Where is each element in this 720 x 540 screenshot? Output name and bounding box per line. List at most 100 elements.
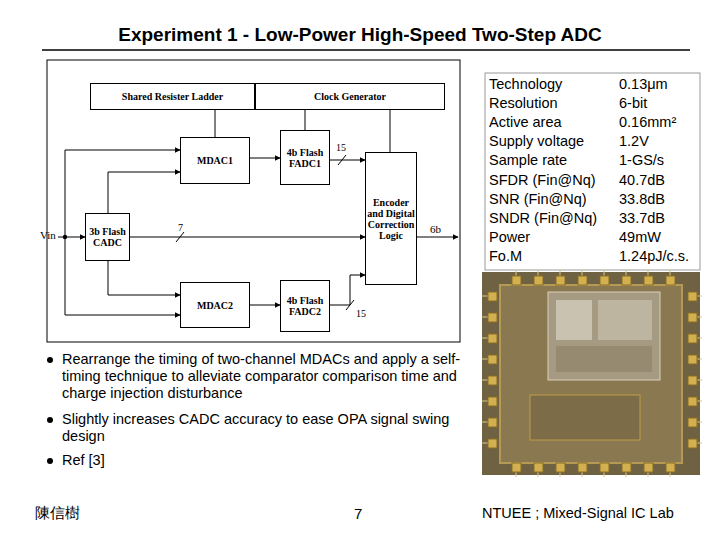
table-cell: 33.7dB <box>619 210 701 227</box>
bond-pad <box>688 439 697 448</box>
junction-dot <box>63 235 67 239</box>
footer-text: 7 <box>354 505 384 522</box>
bond-pads <box>482 270 702 477</box>
block-box: 3b Flash CADC <box>85 213 130 261</box>
bond-pad <box>688 376 697 385</box>
block-label: Shared Resister Ladder <box>122 91 223 102</box>
bond-pad <box>688 397 697 406</box>
block-label: MDAC1 <box>197 155 233 166</box>
table-frame <box>485 73 700 270</box>
vin-wire <box>58 237 85 238</box>
bond-pad <box>622 463 631 472</box>
bond-pad <box>488 397 497 406</box>
bond-pad <box>600 463 609 472</box>
bond-pad <box>688 292 697 301</box>
bullet-dot <box>47 417 53 423</box>
table-cell: 1-GS/s <box>619 152 701 169</box>
table-cell: 0.16mm² <box>619 114 701 131</box>
vin-wire <box>65 315 180 316</box>
table-cell: Resolution <box>489 95 617 112</box>
block-label: 3b Flash CADC <box>87 226 128 248</box>
block-box: Encoder and Digital Correction Logic <box>365 152 417 285</box>
title-rule <box>42 49 690 51</box>
bond-pad <box>688 313 697 322</box>
table-cell: 0.13μm <box>619 76 701 93</box>
footer-text: 陳信樹 <box>35 505 155 522</box>
table-cell: 6-bit <box>619 95 701 112</box>
table-cell: Active area <box>489 114 617 131</box>
block-label: MDAC2 <box>197 300 233 311</box>
bond-pad <box>688 334 697 343</box>
table-cell: Fo.M <box>489 248 617 265</box>
footer-text: NTUEE ; Mixed-Signal IC Lab <box>482 505 712 522</box>
chip-block <box>598 300 652 340</box>
bullet-dot <box>47 458 53 464</box>
ladder-wire <box>215 110 216 137</box>
bullet-dot <box>47 357 53 363</box>
table-cell: Sample rate <box>489 152 617 169</box>
table-cell: Technology <box>489 76 617 93</box>
chip-photo <box>482 270 702 477</box>
wires <box>58 110 458 315</box>
bond-pad <box>488 439 497 448</box>
signal-name: 6b <box>430 223 460 236</box>
bullet-text: Rearrange the timing of two-channel MDAC… <box>62 351 474 402</box>
bond-pad <box>556 276 565 285</box>
block-box: Clock Generator <box>255 83 445 110</box>
bond-pad <box>644 276 653 285</box>
slide-title: Experiment 1 - Low-Power High-Speed Two-… <box>0 24 720 46</box>
bond-pad <box>534 463 543 472</box>
table-cell: Power <box>489 229 617 246</box>
block-box: Shared Resister Ladder <box>90 83 255 110</box>
table-cell: SFDR (Fin@Nq) <box>489 172 617 189</box>
signal-connector <box>108 261 180 295</box>
bond-pad <box>488 313 497 322</box>
block-label: Clock Generator <box>314 91 386 102</box>
signal-name: Vin <box>40 229 70 242</box>
block-label: 4b Flash FADC2 <box>282 295 328 317</box>
chip-block <box>556 300 592 340</box>
signal-connector <box>108 172 180 213</box>
bond-pad <box>644 463 653 472</box>
block-label: 4b Flash FADC1 <box>282 147 328 169</box>
bond-pad <box>512 463 521 472</box>
signal-connector <box>250 305 280 306</box>
bond-pad <box>600 276 609 285</box>
output-wire <box>417 237 458 238</box>
bond-pad <box>488 376 497 385</box>
bond-pad <box>488 334 497 343</box>
bond-pad <box>578 463 587 472</box>
bond-pad <box>488 355 497 364</box>
block-label: Encoder and Digital Correction Logic <box>367 197 415 241</box>
bond-pad <box>578 276 587 285</box>
block-box: MDAC1 <box>180 137 250 184</box>
table-cell: 49mW <box>619 229 701 246</box>
vin-wire <box>65 150 66 315</box>
chip-die <box>500 285 682 463</box>
bond-pad <box>666 276 675 285</box>
chip-core <box>548 292 660 380</box>
chip-block <box>556 346 652 372</box>
clock-wire <box>390 110 391 152</box>
block-box: 4b Flash FADC1 <box>280 130 330 185</box>
block-box: MDAC2 <box>180 282 250 328</box>
bond-pad <box>688 418 697 427</box>
bond-pad <box>622 276 631 285</box>
table-cell: Supply voltage <box>489 133 617 150</box>
chip-routing <box>530 395 640 440</box>
bullets <box>47 357 53 464</box>
vin-wire <box>65 150 180 151</box>
chip-background <box>482 272 700 475</box>
bullet-text: Slightly increases CADC accuracy to ease… <box>62 411 474 445</box>
table-cell: 1.2V <box>619 133 701 150</box>
bond-pad <box>488 292 497 301</box>
signal-connector <box>130 237 365 238</box>
bond-pad <box>666 463 675 472</box>
bond-pad <box>534 276 543 285</box>
bullet-text: Ref [3] <box>62 452 474 469</box>
signal-connector <box>330 160 365 161</box>
bond-pad <box>688 355 697 364</box>
table-cell: 1.24pJ/c.s. <box>619 248 701 265</box>
